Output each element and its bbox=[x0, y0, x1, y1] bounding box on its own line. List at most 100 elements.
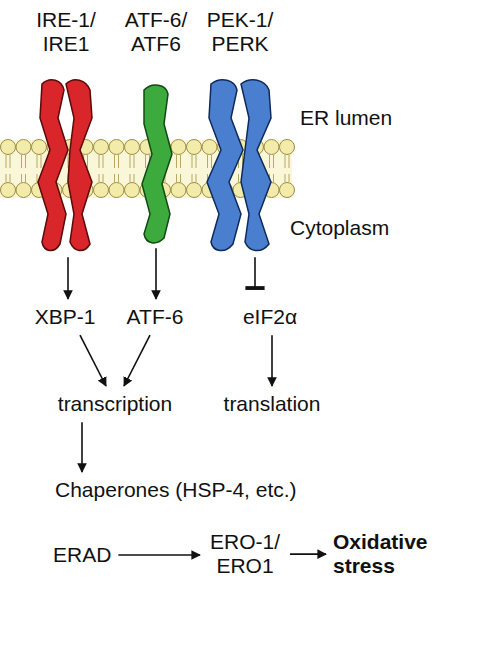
node-text: Chaperones (HSP-4, etc.) bbox=[52, 476, 300, 504]
membrane-protein: PEK-1/ PERK bbox=[198, 6, 282, 253]
lipid-tail bbox=[192, 174, 193, 182]
arrow-connector bbox=[118, 554, 200, 556]
arrow-connector bbox=[81, 422, 83, 472]
node-text: translation bbox=[221, 390, 324, 418]
lipid-tail bbox=[211, 155, 212, 168]
lipid-tail bbox=[289, 174, 290, 182]
lipid-tail bbox=[273, 174, 274, 182]
lipid-head bbox=[109, 183, 124, 198]
lipid-tail bbox=[207, 155, 208, 168]
process-label: ERAD bbox=[50, 541, 114, 569]
lipid-tail bbox=[130, 155, 131, 168]
lipid-tail bbox=[238, 174, 239, 182]
node-text: Oxidative stress bbox=[330, 528, 442, 580]
helix-strand bbox=[207, 80, 243, 251]
lipid-tail bbox=[41, 155, 42, 168]
node-text: PEK-1/ PERK bbox=[198, 6, 282, 58]
node-text: ATF-6/ ATF6 bbox=[116, 6, 196, 58]
lipid-head bbox=[187, 183, 202, 198]
node-text: ERO-1/ ERO1 bbox=[204, 528, 286, 580]
lipid-tail bbox=[21, 155, 22, 168]
lipid-tail bbox=[114, 155, 115, 168]
process-label: translation bbox=[221, 390, 324, 418]
lipid-tail bbox=[145, 155, 146, 168]
lipid-tail bbox=[134, 174, 135, 182]
lipid-tail bbox=[269, 155, 270, 168]
protein-helix bbox=[36, 78, 96, 253]
arrow-connector bbox=[271, 335, 273, 386]
process-label: eIF2α bbox=[240, 303, 300, 331]
lipid-head bbox=[109, 140, 124, 155]
lipid-tail bbox=[176, 155, 177, 168]
lipid-head bbox=[1, 140, 16, 155]
lipid-tail bbox=[99, 155, 100, 168]
lipid-tail bbox=[103, 155, 104, 168]
lipid-tail bbox=[180, 155, 181, 168]
arrow-connector bbox=[80, 335, 106, 386]
node-text: XBP-1 bbox=[32, 303, 99, 331]
membrane-protein: ATF-6/ ATF6 bbox=[116, 6, 196, 244]
lipid-tail bbox=[25, 155, 26, 168]
arrow-connector bbox=[124, 335, 150, 386]
lipid-head bbox=[171, 140, 186, 155]
arrow-connector bbox=[290, 553, 326, 555]
outcome-label: Oxidative stress bbox=[330, 528, 442, 580]
lipid-head bbox=[94, 183, 109, 198]
lipid-head bbox=[16, 140, 31, 155]
lipid-tail bbox=[289, 155, 290, 168]
process-label: transcription bbox=[55, 390, 175, 418]
process-label: XBP-1 bbox=[32, 303, 99, 331]
membrane-protein: IRE-1/ IRE1 bbox=[26, 6, 106, 253]
process-label: Chaperones (HSP-4, etc.) bbox=[52, 476, 300, 504]
arrow-connector bbox=[67, 257, 69, 299]
lipid-tail bbox=[134, 155, 135, 168]
lipid-tail bbox=[176, 174, 177, 182]
node-text: IRE-1/ IRE1 bbox=[26, 6, 106, 58]
lipid-tail bbox=[21, 174, 22, 182]
lipid-tail bbox=[118, 174, 119, 182]
lipid-head bbox=[1, 183, 16, 198]
helix-strand bbox=[241, 80, 271, 251]
arrow-connector bbox=[155, 248, 157, 299]
lipid-tail bbox=[180, 174, 181, 182]
helix-strand bbox=[142, 85, 172, 243]
lipid-head bbox=[125, 140, 140, 155]
lipid-tail bbox=[87, 155, 88, 168]
lipid-tail bbox=[6, 155, 7, 168]
inhibition-connector bbox=[254, 257, 256, 289]
lipid-tail bbox=[10, 174, 11, 182]
lipid-tail bbox=[192, 155, 193, 168]
lipid-tail bbox=[130, 174, 131, 182]
lipid-tail bbox=[114, 174, 115, 182]
lipid-tail bbox=[118, 155, 119, 168]
helix-strand bbox=[38, 80, 68, 251]
node-text: eIF2α bbox=[240, 303, 300, 331]
lipid-tail bbox=[196, 155, 197, 168]
lipid-head bbox=[280, 140, 295, 155]
lipid-head bbox=[202, 140, 217, 155]
protein-helix bbox=[136, 84, 176, 244]
lipid-head bbox=[280, 183, 295, 198]
lipid-tail bbox=[196, 174, 197, 182]
lipid-tail bbox=[25, 174, 26, 182]
node-text: ERAD bbox=[50, 541, 114, 569]
lipid-tail bbox=[273, 155, 274, 168]
lipid-head bbox=[16, 183, 31, 198]
lipid-tail bbox=[285, 174, 286, 182]
protein-helix bbox=[205, 78, 275, 253]
lipid-tail bbox=[37, 155, 38, 168]
process-label: ATF-6 bbox=[124, 303, 187, 331]
lipid-tail bbox=[10, 155, 11, 168]
lipid-head bbox=[187, 140, 202, 155]
node-text: ATF-6 bbox=[124, 303, 187, 331]
lipid-head bbox=[94, 140, 109, 155]
lipid-tail bbox=[285, 155, 286, 168]
lipid-head bbox=[171, 183, 186, 198]
lipid-tail bbox=[6, 174, 7, 182]
lipid-tail bbox=[99, 174, 100, 182]
node-text: transcription bbox=[55, 390, 175, 418]
compartment-label: Cytoplasm bbox=[290, 216, 389, 240]
lipid-head bbox=[125, 183, 140, 198]
process-label: ERO-1/ ERO1 bbox=[204, 528, 286, 580]
